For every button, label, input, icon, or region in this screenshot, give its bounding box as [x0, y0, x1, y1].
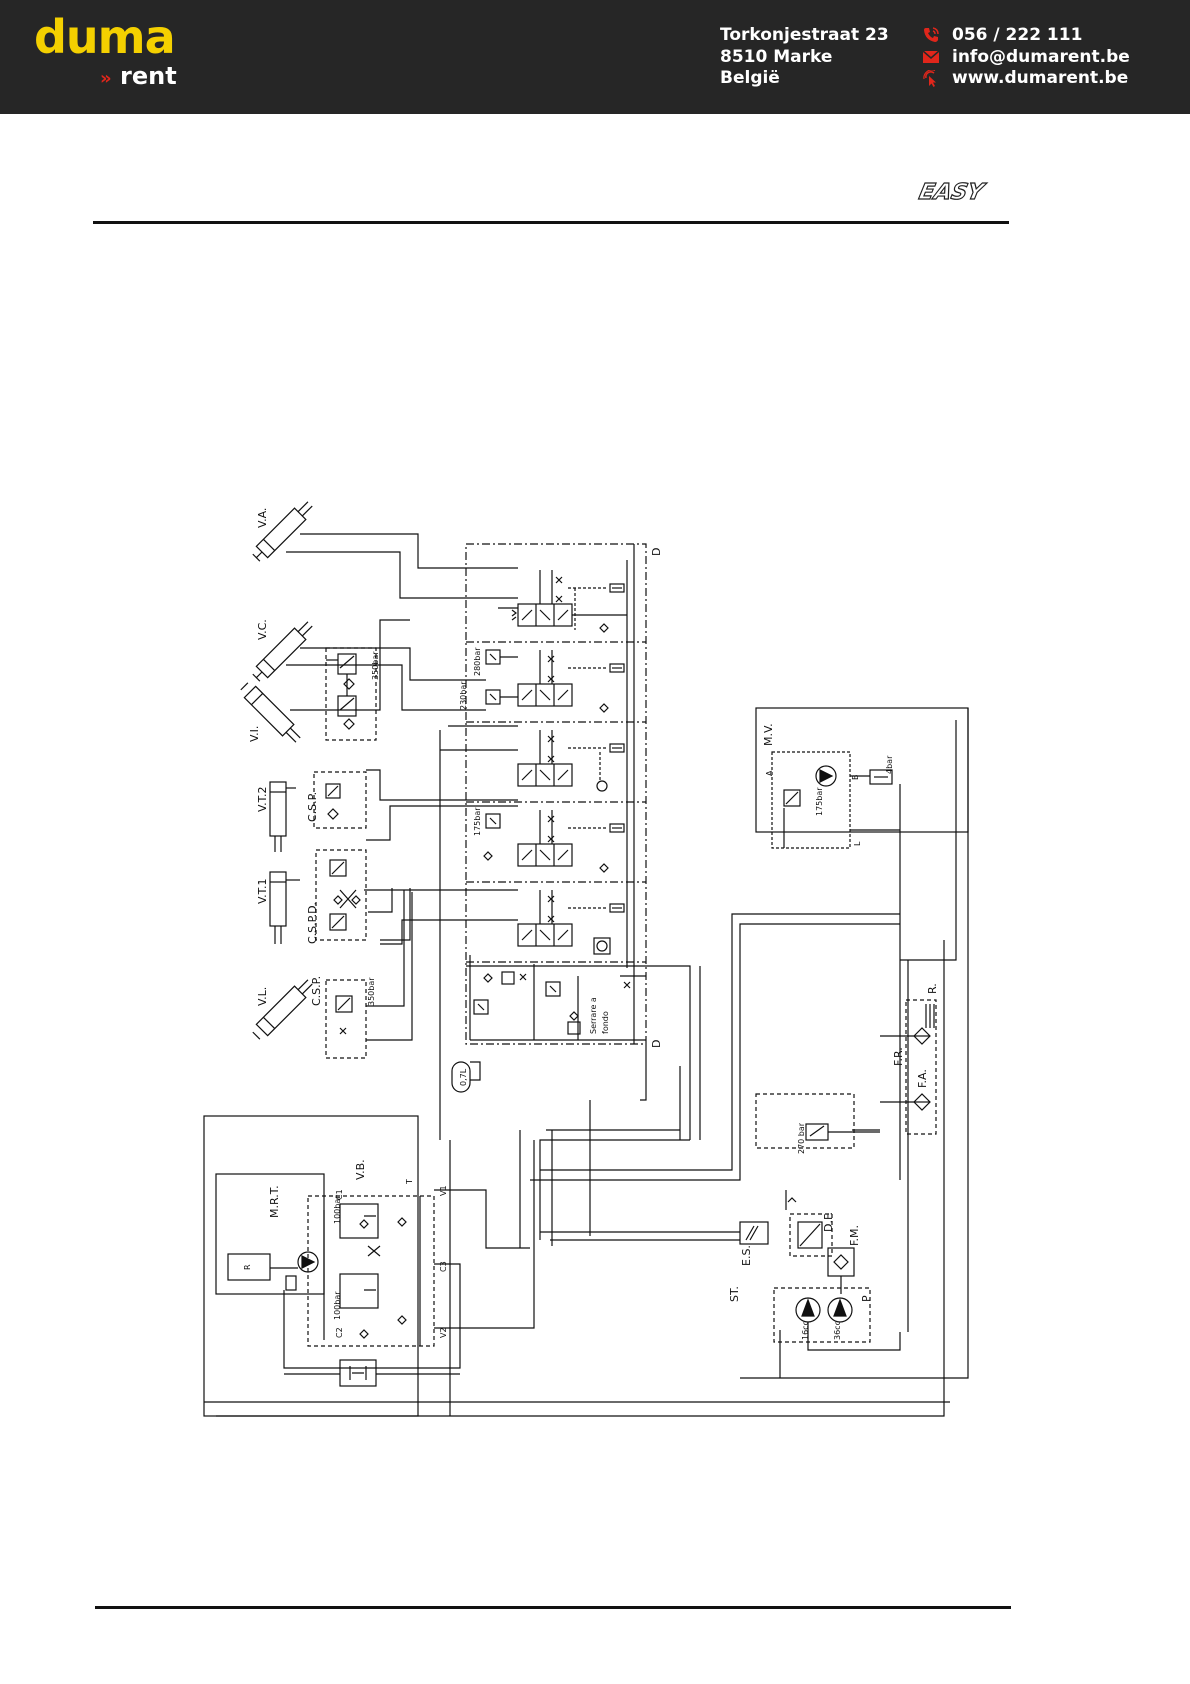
address-city: 8510 Marke — [720, 46, 833, 67]
vb-block — [307, 1195, 435, 1347]
cylinder-vi — [240, 682, 301, 743]
label-c2: C2 — [335, 1327, 344, 1338]
label-d-top: D — [650, 548, 663, 556]
address-street: Torkonjestraat 23 — [720, 25, 889, 45]
header-bar: duma » rent Torkonjestraat 23 8510 Marke… — [0, 0, 1190, 114]
label-es: E.S. — [740, 1245, 753, 1266]
control-valve-block — [465, 543, 647, 1045]
label-tank: 0,7L — [459, 1068, 468, 1086]
address-block: Torkonjestraat 23 8510 Marke België — [720, 25, 889, 90]
label-fm: F.M. — [848, 1225, 861, 1246]
label-p175a: 175bar — [473, 807, 482, 836]
label-pump1: 16cc — [801, 1321, 810, 1340]
mail-icon — [922, 50, 940, 63]
relief-270 — [755, 1093, 855, 1149]
label-csp-bottom: C.S.P. — [310, 976, 323, 1006]
mv-frame — [755, 707, 969, 833]
logo-chevron: » — [100, 68, 112, 89]
csp-block-top — [325, 647, 377, 741]
label-t: T — [405, 1179, 414, 1185]
pump-group — [773, 1287, 871, 1343]
bottom-divider — [95, 1606, 1011, 1609]
label-p350a: 350bar — [371, 651, 380, 680]
mv-block — [771, 751, 851, 849]
tank-07l — [451, 1061, 471, 1093]
label-p: P — [860, 1295, 873, 1302]
csp-block-bottom — [325, 979, 367, 1059]
label-vt2: V.T.2 — [256, 786, 269, 812]
website-link[interactable]: www.dumarent.be — [952, 68, 1129, 88]
cylinder-vl — [252, 979, 313, 1040]
address-country: België — [720, 68, 780, 88]
brand-mark-text: EASY — [917, 180, 988, 204]
label-p280: 280bar — [473, 647, 482, 676]
logo-rent: rent — [120, 62, 177, 90]
label-p350b: 350bar — [367, 977, 376, 1006]
label-p230: 230bar — [459, 681, 468, 710]
lower-frame — [203, 1115, 419, 1417]
label-fa: F.A. — [916, 1069, 929, 1088]
label-p175b: 175bar — [815, 787, 824, 816]
cylinder-vt1 — [269, 871, 300, 944]
es-valve — [739, 1221, 769, 1245]
label-v1: V1 — [439, 1185, 448, 1196]
email-link[interactable]: info@dumarent.be — [952, 46, 1130, 67]
label-c1: C1 — [335, 1189, 344, 1200]
inlet-section — [466, 964, 691, 1140]
label-motor-r: R — [243, 1264, 252, 1270]
label-b: B — [851, 775, 860, 781]
label-vc: V.C. — [256, 619, 269, 640]
label-serrare: Serrare a — [589, 997, 598, 1034]
spool-valve-1 — [498, 570, 627, 633]
label-st: ST. — [728, 1286, 741, 1302]
label-cspd: C.S.P.D. — [306, 902, 319, 944]
label-d-bottom: D — [650, 1040, 663, 1048]
label-p270: 270 bar — [797, 1122, 806, 1154]
cylinder-vc — [252, 621, 313, 682]
phone-text: 056 / 222 111 — [952, 25, 1083, 45]
cspd-block — [315, 849, 367, 941]
spool-valve-2 — [485, 649, 625, 713]
easy-brand-logo: EASY — [916, 180, 988, 204]
label-fondo: fondo — [601, 1011, 610, 1034]
label-vt1: V.T.1 — [256, 878, 269, 904]
csp-block-vt2 — [313, 771, 367, 829]
df-valve — [789, 1213, 833, 1257]
cylinder-vt2 — [269, 781, 296, 852]
label-r: R. — [926, 983, 939, 994]
filter-block — [905, 999, 937, 1135]
label-vi: V.I. — [248, 726, 261, 742]
label-mrt: M.R.T. — [268, 1185, 281, 1218]
label-pump2: 36cc — [833, 1321, 842, 1340]
top-divider — [93, 221, 1009, 224]
label-fr: F.R. — [892, 1047, 905, 1066]
spool-valve-4 — [483, 810, 625, 873]
label-va: V.A. — [256, 508, 269, 528]
spool-valve-3 — [517, 730, 625, 792]
label-l: L — [853, 841, 862, 846]
flow-divider — [339, 1359, 377, 1387]
label-a: A — [765, 770, 774, 776]
label-csp-top: C.S.P. — [306, 792, 319, 822]
phone-icon — [924, 27, 939, 42]
label-vl: V.L. — [256, 987, 269, 1006]
label-df: D.F. — [822, 1212, 835, 1232]
label-p100b: 100bar — [333, 1291, 342, 1320]
label-mv: M.V. — [762, 723, 775, 746]
cylinder-va — [252, 501, 313, 562]
label-vb: V.B. — [354, 1159, 367, 1180]
web-icon — [923, 70, 936, 87]
label-p4: 4bar — [885, 755, 894, 774]
logo-duma: duma — [34, 10, 176, 64]
spool-valve-5 — [517, 890, 625, 955]
label-v2: V2 — [439, 1327, 448, 1338]
contact-block: 056 / 222 111 info@dumarent.be www.dumar… — [922, 25, 1130, 90]
label-p100a: 100bar — [333, 1195, 342, 1224]
label-c3: C3 — [439, 1261, 448, 1272]
motor-r — [227, 1253, 271, 1281]
